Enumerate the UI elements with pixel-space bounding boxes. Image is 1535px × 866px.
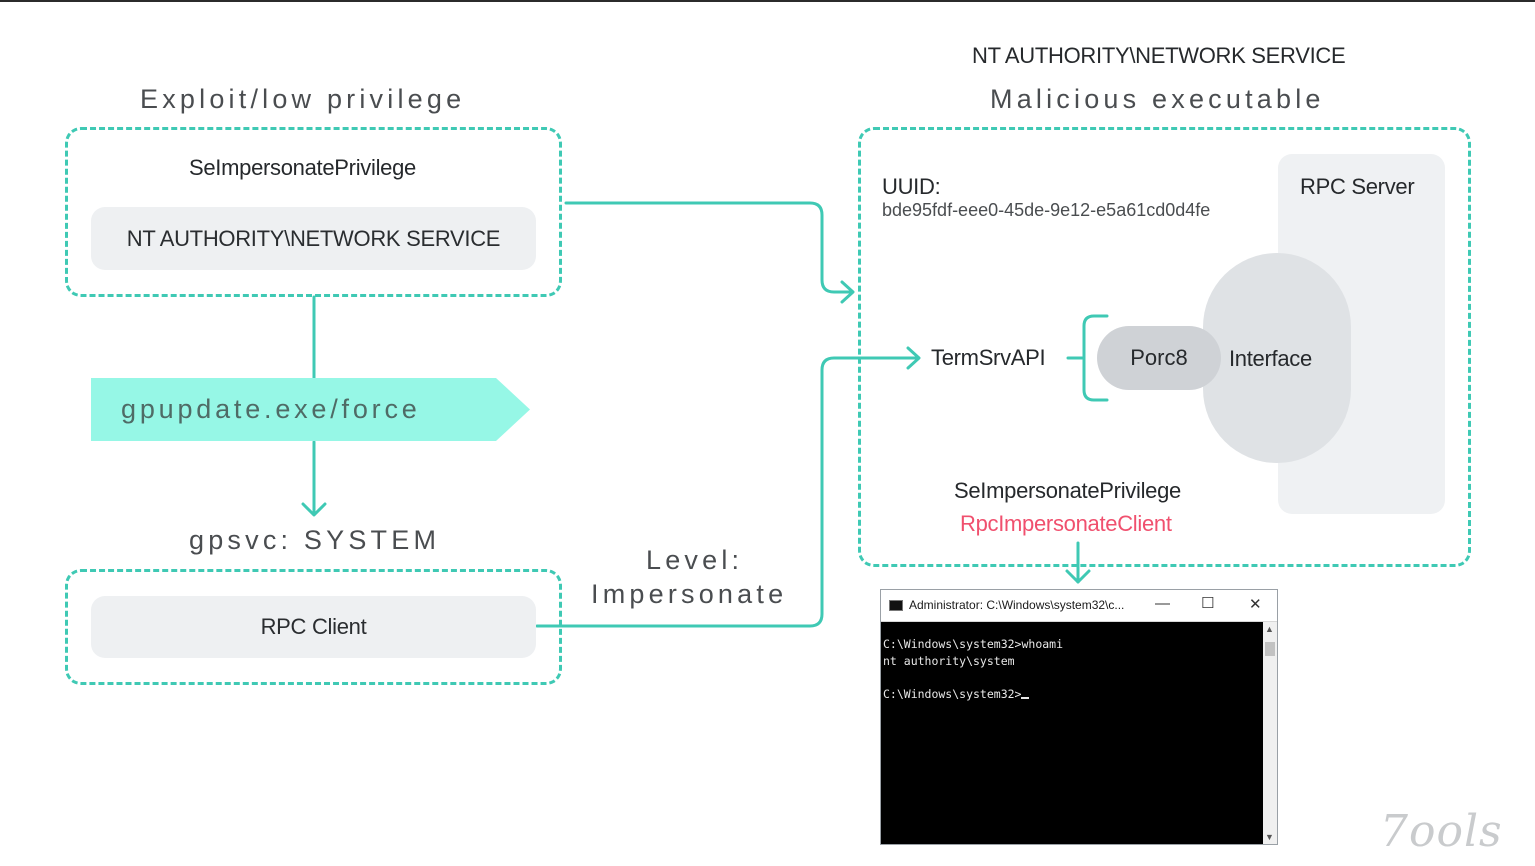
- rpc-impersonate-client-label: RpcImpersonateClient: [960, 511, 1172, 536]
- arrowhead-termsrvapi: [906, 346, 921, 370]
- command-banner-shape: [91, 378, 530, 441]
- porc8-pill: Porc8: [1097, 326, 1221, 390]
- client-box: [65, 569, 562, 685]
- console-scrollbar[interactable]: ▲ ▼: [1263, 622, 1277, 844]
- watermark-logo: 7ools: [1380, 806, 1503, 857]
- scroll-thumb[interactable]: [1265, 642, 1275, 656]
- uuid-label: UUID:: [882, 174, 941, 199]
- rpc-client-label: RPC Client: [260, 614, 367, 639]
- server-privilege-label: SeImpersonatePrivilege: [954, 478, 1181, 503]
- console-output[interactable]: C:\Windows\system32>whoami nt authority\…: [883, 636, 1063, 702]
- bracket-porc8: [1082, 314, 1109, 402]
- level-label: Level:: [646, 545, 744, 575]
- console-cursor: [1021, 696, 1030, 699]
- executable-account-heading: NT AUTHORITY\NETWORK SERVICE: [972, 43, 1346, 68]
- exploit-account-label: NT AUTHORITY\NETWORK SERVICE: [126, 225, 501, 251]
- command-banner: [91, 378, 530, 441]
- exploit-heading: Exploit/low privilege: [140, 84, 466, 114]
- uuid-value: bde95fdf-eee0-45de-9e12-e5a61cd0d4fe: [882, 200, 1211, 220]
- wire-client-to-termsrvapi: [535, 356, 920, 628]
- console-icon: [889, 600, 903, 611]
- exploit-box: [65, 127, 562, 297]
- scroll-down-icon[interactable]: ▼: [1265, 832, 1274, 842]
- gpsvc-label: gpsvc: SYSTEM: [189, 525, 441, 555]
- exploit-account-pill: NT AUTHORITY\NETWORK SERVICE: [91, 207, 536, 270]
- arrowhead-console: [1065, 569, 1091, 584]
- wire-exploit-to-executable: [564, 201, 854, 294]
- command-label: gpupdate.exe/force: [121, 394, 421, 424]
- interface-shape: [1203, 253, 1351, 463]
- console-line-whoami: C:\Windows\system32>whoami: [883, 637, 1064, 651]
- console-line-prompt: C:\Windows\system32>: [883, 686, 1022, 701]
- console-title: Administrator: C:\Windows\system32\c...: [909, 598, 1125, 612]
- scroll-up-icon[interactable]: ▲: [1265, 624, 1274, 634]
- executable-box: [858, 127, 1471, 567]
- console-title-bar[interactable]: Administrator: C:\Windows\system32\c... …: [881, 590, 1277, 622]
- termsrvapi-label: TermSrvAPI: [931, 345, 1046, 370]
- maximize-icon[interactable]: ☐: [1201, 595, 1215, 612]
- rpc-server-label: RPC Server: [1300, 174, 1415, 199]
- console-window: Administrator: C:\Windows\system32\c... …: [880, 589, 1278, 845]
- minimize-icon[interactable]: —: [1155, 595, 1170, 612]
- impersonate-label: Impersonate: [591, 579, 788, 609]
- exploit-privilege-label: SeImpersonatePrivilege: [189, 155, 416, 180]
- close-icon[interactable]: ✕: [1249, 596, 1262, 613]
- top-border: [0, 0, 1535, 2]
- console-line-result: nt authority\system: [883, 653, 1015, 668]
- arrowhead-executable: [840, 280, 855, 304]
- porc8-label: Porc8: [1130, 345, 1188, 370]
- arrowhead-gpsvc: [301, 502, 327, 517]
- executable-heading: Malicious executable: [990, 84, 1325, 114]
- interface-label: Interface: [1229, 346, 1312, 371]
- rpc-client-pill: RPC Client: [91, 596, 536, 658]
